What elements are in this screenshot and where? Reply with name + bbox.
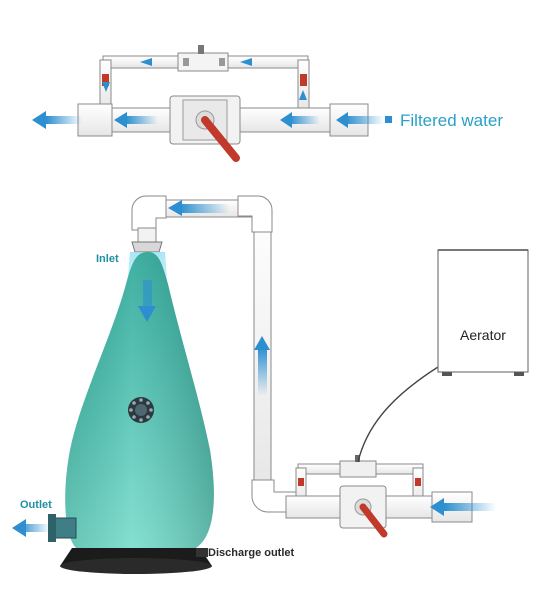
riser-top-arrow [168,200,182,216]
outlet-arrow [12,519,26,537]
filtered-water-marker [385,116,392,123]
outflow-arrow [32,111,46,129]
aerator-label: Aerator [460,327,506,343]
aerator-box [437,249,529,373]
inflow-arrow [336,112,348,128]
flow-arrow-top-3 [114,112,127,128]
bypass-arrow-4 [299,90,307,100]
elbow-top-right [237,195,273,233]
bypass-arrow-3 [102,82,110,92]
tank-down-arrow [138,306,156,322]
inlet-label: Inlet [96,253,119,265]
top-valve-assembly: Filtered water [32,45,503,162]
outlet-label: Outlet [20,499,52,511]
flow-arrow-top-2 [280,112,292,128]
inlet-nozzle [131,241,163,253]
bottom-valve-handle [359,503,388,538]
bypass-arrow-1 [140,58,152,66]
filter-tank [12,252,214,574]
top-valve-handle [201,116,240,162]
discharge-outlet-label: Discharge outlet [208,547,295,559]
aerator-injector [339,460,377,478]
riser-up-arrow [254,336,270,350]
bottom-inflow-arrow [430,498,444,516]
filtered-water-label: Filtered water [400,111,503,130]
check-valve-right [300,74,307,86]
elbow-top-left [131,195,167,231]
check-valve-left [102,74,109,86]
top-left-stub [77,103,113,137]
bottom-valve-assembly [285,361,496,538]
aerator-hose [357,361,447,463]
discharge-outlet-pipe [196,548,208,557]
bypass-arrow-2 [240,58,252,66]
aerator-unit: Aerator [437,249,529,376]
riser-pipe [131,195,299,513]
